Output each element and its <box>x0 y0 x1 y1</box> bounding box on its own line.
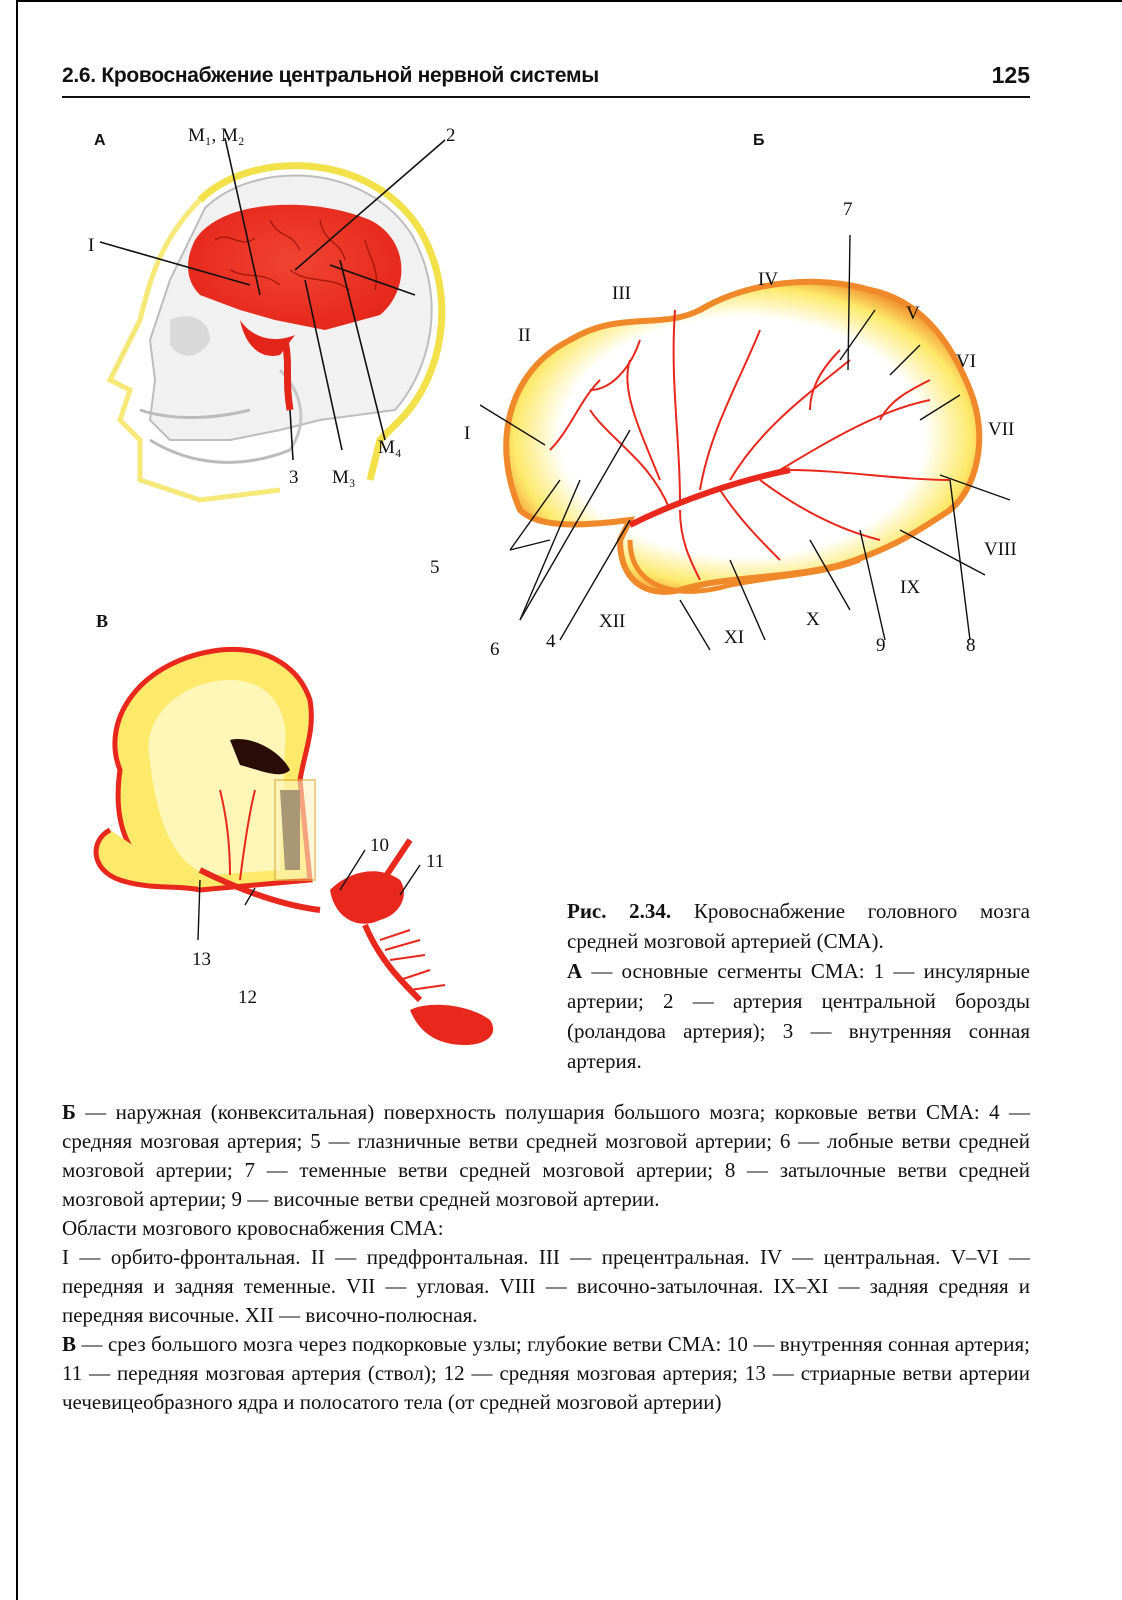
panel-b-letter: Б <box>753 133 765 149</box>
page-number: 125 <box>992 62 1030 89</box>
para-b-text: — наружная (конвекситальная) поверхность… <box>62 1100 1030 1211</box>
label-m4: M₄ <box>378 438 402 457</box>
region-label-ix: IX <box>900 578 920 597</box>
paragraph-c: В — срез большого мозга через подкорковы… <box>62 1330 1030 1417</box>
running-header: 2.6. Кровоснабжение центральной нервной … <box>62 60 1030 98</box>
panel-a-illustration <box>80 120 480 520</box>
label-m1-m2: M₁, M₂ <box>188 126 245 145</box>
panel-a-letter: А <box>94 133 106 149</box>
body-text: Б — наружная (конвекситальная) поверхнос… <box>62 1098 1030 1417</box>
label-5: 5 <box>430 558 440 577</box>
caption-a-letter: А <box>567 959 582 983</box>
region-label-iii: III <box>612 284 631 303</box>
para-c-text: — срез большого мозга через подкорковые … <box>62 1332 1030 1414</box>
region-label-i: I <box>464 424 470 443</box>
label-7: 7 <box>843 200 853 219</box>
label-m3: M₃ <box>332 468 356 487</box>
panel-b-illustration <box>480 180 1040 660</box>
label-12: 12 <box>238 988 257 1007</box>
paragraph-b: Б — наружная (конвекситальная) поверхнос… <box>62 1098 1030 1214</box>
region-label-vii: VII <box>988 420 1014 439</box>
label-3: 3 <box>289 468 299 487</box>
region-label-xi: XI <box>724 628 744 647</box>
label-2: 2 <box>446 126 456 145</box>
figure-caption: Рис. 2.34. Кровоснабжение головного мозг… <box>567 896 1030 1076</box>
caption-a-text: — основные сегменты СМА: 1 — инсулярные … <box>567 959 1030 1073</box>
region-label-ii: II <box>518 326 531 345</box>
label-8: 8 <box>966 636 976 655</box>
fig-label: Рис. 2.34. <box>567 899 671 923</box>
label-4: 4 <box>546 632 556 651</box>
regions-heading: Области мозгового кровоснабжения СМА: <box>62 1214 1030 1243</box>
region-label-vi: VI <box>956 352 976 371</box>
regions-text: I — орбито-фронтальная. II — предфронтал… <box>62 1243 1030 1330</box>
section-title: 2.6. Кровоснабжение центральной нервной … <box>62 64 599 88</box>
label-13: 13 <box>192 950 211 969</box>
label-1: I <box>88 236 94 255</box>
para-b-letter: Б <box>62 1100 76 1124</box>
label-11: 11 <box>426 852 444 871</box>
region-label-v: V <box>906 304 920 323</box>
para-c-letter: В <box>62 1332 76 1356</box>
label-9: 9 <box>876 636 886 655</box>
panel-c-illustration <box>80 640 530 1070</box>
region-label-viii: VIII <box>984 540 1017 559</box>
region-label-xii: XII <box>599 612 625 631</box>
panel-c-letter: В <box>96 612 108 630</box>
region-label-iv: IV <box>758 270 778 289</box>
region-label-x: X <box>806 610 820 629</box>
label-10: 10 <box>370 836 389 855</box>
